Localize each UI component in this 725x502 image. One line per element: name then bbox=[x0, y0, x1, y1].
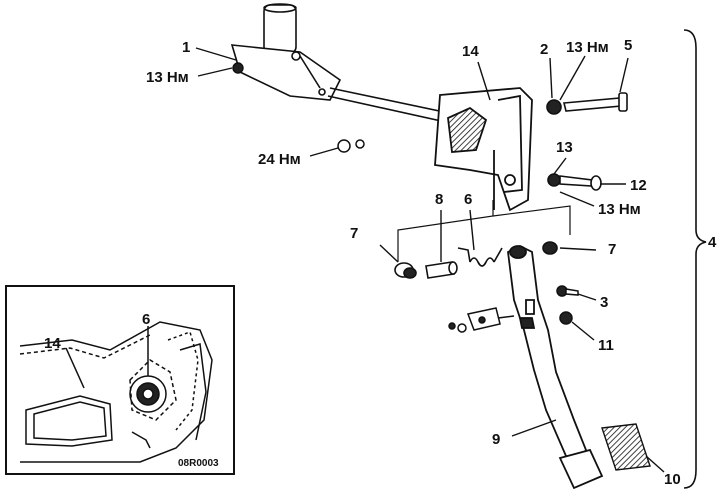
label-1-torque: 13 Нм bbox=[146, 69, 189, 86]
bolt-12 bbox=[547, 173, 602, 191]
label-2-torque: 13 Нм bbox=[566, 39, 609, 56]
assembly-lines bbox=[397, 200, 571, 262]
bolt-5 bbox=[562, 92, 628, 112]
label-7-left: 7 bbox=[350, 225, 358, 242]
label-24-torque: 24 Нм bbox=[258, 151, 301, 168]
label-12-torque: 13 Нм bbox=[598, 201, 641, 218]
bushing-7-right bbox=[542, 241, 558, 255]
leader-lines bbox=[195, 47, 665, 473]
spring-6 bbox=[457, 247, 503, 267]
nut-1 bbox=[232, 62, 244, 74]
inset-detail: 6 14 08R0003 bbox=[5, 285, 235, 475]
inset-label-6: 6 bbox=[142, 311, 150, 328]
label-14: 14 bbox=[462, 43, 479, 60]
label-3: 3 bbox=[600, 294, 608, 311]
pedal-pad bbox=[558, 448, 604, 490]
label-1: 1 bbox=[182, 39, 190, 56]
bolt-11 bbox=[559, 311, 573, 325]
label-7-right: 7 bbox=[608, 241, 616, 258]
label-10: 10 bbox=[664, 471, 681, 488]
pin-8 bbox=[425, 261, 458, 279]
inset-label-14: 14 bbox=[44, 335, 61, 352]
bolt-3 bbox=[556, 285, 579, 297]
label-2: 2 bbox=[540, 41, 548, 58]
label-6: 6 bbox=[464, 191, 472, 208]
pedal-pad-10 bbox=[601, 423, 651, 471]
label-4: 4 bbox=[708, 234, 717, 251]
callout-labels: 1 13 Нм 14 2 13 Нм 5 24 Нм 13 12 13 Нм 4… bbox=[146, 37, 717, 488]
pedal-bracket bbox=[434, 87, 533, 212]
inset-figure-code: 08R0003 bbox=[178, 458, 219, 469]
label-9: 9 bbox=[492, 431, 500, 448]
label-5: 5 bbox=[624, 37, 632, 54]
nut-2 bbox=[546, 99, 562, 115]
nut-24nm bbox=[337, 139, 365, 153]
clip-parts bbox=[448, 307, 515, 333]
shaft-assembly bbox=[230, 3, 521, 135]
label-8: 8 bbox=[435, 191, 443, 208]
group-brace bbox=[683, 29, 707, 489]
label-12: 12 bbox=[630, 177, 647, 194]
bushing-7-left bbox=[394, 262, 417, 279]
pedal-lever-9 bbox=[507, 244, 588, 462]
label-11: 11 bbox=[598, 337, 614, 354]
label-13: 13 bbox=[556, 139, 573, 156]
